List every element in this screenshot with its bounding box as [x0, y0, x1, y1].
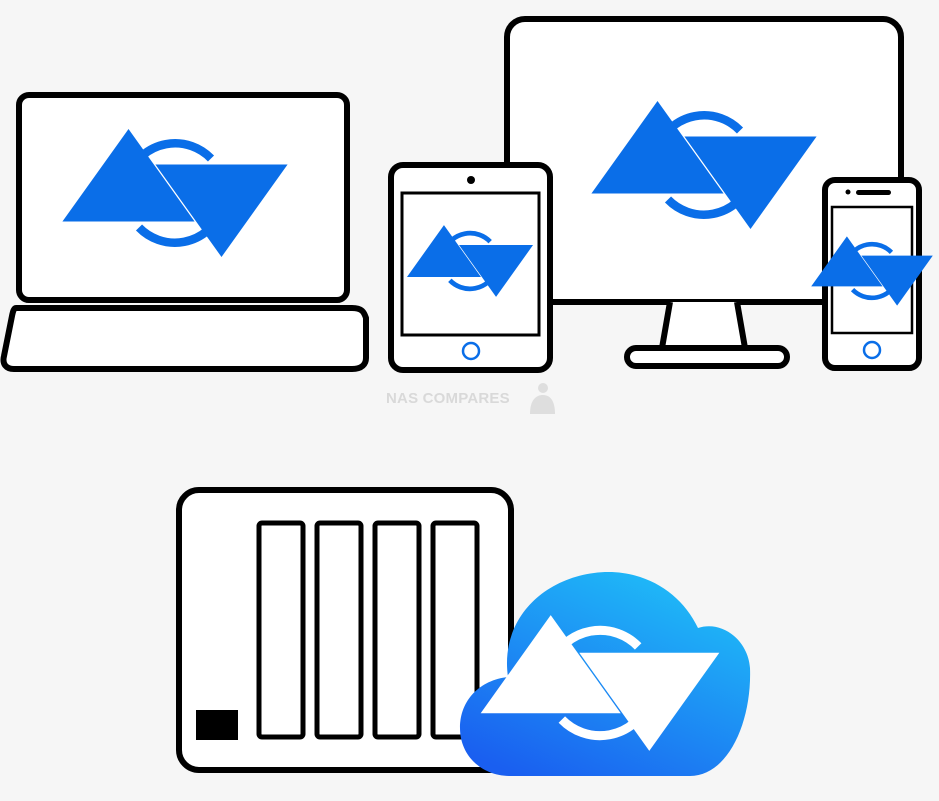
nas-server-icon: [176, 487, 514, 773]
monitor-icon: [504, 16, 904, 369]
phone-icon: [822, 177, 922, 371]
watermark-text: NAS COMPARES: [386, 390, 510, 407]
cloud-sync-icon: [460, 572, 751, 776]
watermark-logo-icon: [530, 383, 555, 414]
laptop-icon: [0, 92, 369, 372]
tablet-icon: [388, 162, 553, 373]
